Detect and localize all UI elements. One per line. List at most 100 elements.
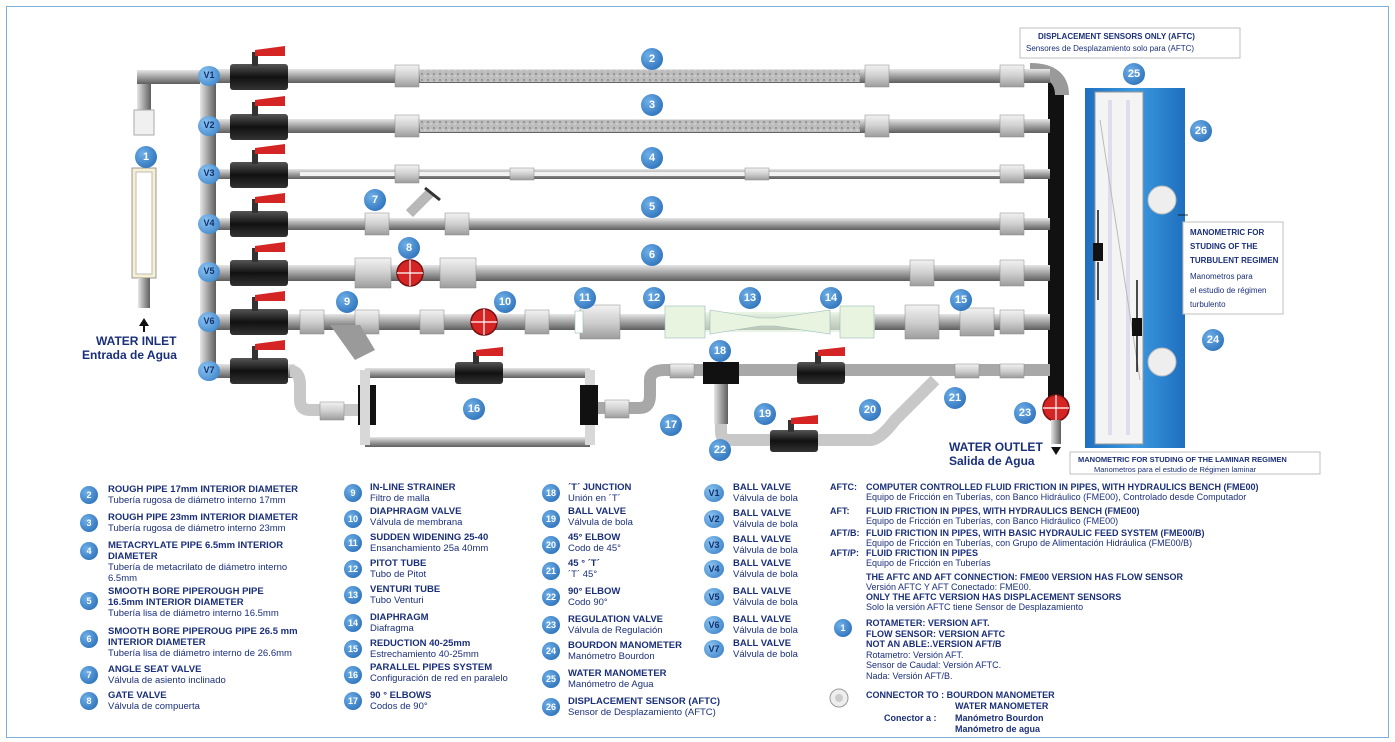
legend-badge: 6 bbox=[80, 630, 98, 648]
callout-2: 2 bbox=[641, 48, 663, 70]
legend-badge: 22 bbox=[542, 588, 560, 606]
water-inlet-label-es: Entrada de Agua bbox=[82, 348, 177, 362]
callout-7: 7 bbox=[364, 189, 386, 211]
pipe-row-3 bbox=[215, 119, 1050, 133]
angle-seat-valve bbox=[405, 186, 441, 218]
water-outlet-label: WATER OUTLET bbox=[949, 440, 1043, 454]
legend-item: SMOOTH BORE PIPEROUGH PIPE 16.5mm INTERI… bbox=[108, 586, 279, 619]
legend-badge: 19 bbox=[542, 510, 560, 528]
manometer-panel bbox=[1085, 88, 1188, 448]
legend-item: SMOOTH BORE PIPEROUG PIPE 26.5 mm INTERI… bbox=[108, 626, 298, 659]
connector-note-4: Manómetro Bourdon bbox=[955, 713, 1044, 723]
connector-icon bbox=[829, 688, 849, 708]
legend-badge: V1 bbox=[704, 484, 724, 502]
callout-23: 23 bbox=[1014, 402, 1036, 424]
callout-22: 22 bbox=[709, 439, 731, 461]
callout-4: 4 bbox=[641, 147, 663, 169]
connector-note-2: WATER MANOMETER bbox=[955, 701, 1049, 711]
red-handwheels bbox=[396, 259, 1070, 422]
legend-badge: 12 bbox=[344, 560, 362, 578]
legend-badge: 11 bbox=[344, 534, 362, 552]
legend-badge: 10 bbox=[344, 510, 362, 528]
legend-badge: 2 bbox=[80, 486, 98, 504]
legend-badge: 9 bbox=[344, 484, 362, 502]
legend-badge: 8 bbox=[80, 692, 98, 710]
water-outlet-label-es: Salida de Agua bbox=[949, 454, 1035, 468]
connector-note-1: CONNECTOR TO : BOURDON MANOMETER bbox=[866, 690, 1055, 700]
legend-badge: V2 bbox=[704, 510, 724, 528]
version-item-aftb: AFT/B:FLUID FRICTION IN PIPES, WITH BASI… bbox=[830, 528, 1205, 548]
connector-note-5: Manómetro de agua bbox=[955, 724, 1041, 734]
legend-badge: 25 bbox=[542, 670, 560, 688]
callout-17: 17 bbox=[660, 414, 682, 436]
ball-valves bbox=[230, 46, 845, 452]
legend-badge: 14 bbox=[344, 614, 362, 632]
legend-badge: 18 bbox=[542, 484, 560, 502]
legend-item: 45 ° ´T´´T´ 45° bbox=[568, 558, 600, 580]
version-item-aftc: AFTC:COMPUTER CONTROLLED FLUID FRICTION … bbox=[830, 482, 1259, 502]
handwheel-spokes bbox=[397, 260, 1069, 421]
callout-1: 1 bbox=[135, 146, 157, 168]
turbulent-note-4: Manometros para bbox=[1190, 272, 1253, 281]
legend-badge: 4 bbox=[80, 542, 98, 560]
version-item-aft: AFT:FLUID FRICTION IN PIPES, WITH HYDRAU… bbox=[830, 506, 1140, 526]
pipe-row-5 bbox=[215, 218, 1050, 230]
legend-badge: 15 bbox=[344, 640, 362, 658]
callout-12: 12 bbox=[643, 287, 665, 309]
callout-6: 6 bbox=[641, 244, 663, 266]
callout-10: 10 bbox=[494, 291, 516, 313]
laminar-note: MANOMETRIC FOR STUDING OF THE LAMINAR RE… bbox=[1078, 455, 1287, 464]
legend-badge: 26 bbox=[542, 698, 560, 716]
callout-8: 8 bbox=[398, 237, 420, 259]
rotameter-note: ROTAMETER: VERSION AFT.FLOW SENSOR: VERS… bbox=[866, 618, 1006, 681]
water-inlet-label: WATER INLET bbox=[96, 334, 177, 348]
legend-item: METACRYLATE PIPE 6.5mm INTERIOR DIAMETER… bbox=[108, 540, 288, 584]
valve-tag-v6: V6 bbox=[198, 312, 220, 332]
callout-19: 19 bbox=[754, 403, 776, 425]
pipe-row-2 bbox=[215, 69, 1050, 83]
legend-badge: V6 bbox=[704, 616, 724, 634]
legend-badge: V3 bbox=[704, 536, 724, 554]
legend-item: DISPLACEMENT SENSOR (AFTC)Sensor de Desp… bbox=[568, 696, 720, 718]
valve-tag-v1: V1 bbox=[198, 66, 220, 86]
displacement-sensors-note: DISPLACEMENT SENSORS ONLY (AFTC) bbox=[1038, 32, 1195, 41]
callout-boxes bbox=[1019, 27, 1321, 475]
legend-badge: 17 bbox=[344, 692, 362, 710]
callout-20: 20 bbox=[859, 399, 881, 421]
callout-16: 16 bbox=[463, 398, 485, 420]
clear-test-sections bbox=[574, 305, 875, 339]
strainer-body bbox=[330, 325, 375, 360]
legend-badge: 20 bbox=[542, 536, 560, 554]
aftc-note: THE AFTC AND AFT CONNECTION: FME00 VERSI… bbox=[866, 572, 1184, 612]
laminar-note-es: Manometros para el estudio de Régimen la… bbox=[1094, 465, 1257, 474]
turbulent-note-3: TURBULENT REGIMEN bbox=[1190, 256, 1279, 265]
legend-badge: 7 bbox=[80, 666, 98, 684]
callout-14: 14 bbox=[820, 287, 842, 309]
turbulent-note-5: el estudio de régimen bbox=[1190, 286, 1267, 295]
valve-tag-v5: V5 bbox=[198, 262, 220, 282]
valve-tag-v7: V7 bbox=[198, 361, 220, 381]
callout-11: 11 bbox=[574, 287, 596, 309]
callout-25: 25 bbox=[1123, 63, 1145, 85]
legend-badge: V7 bbox=[704, 640, 724, 658]
